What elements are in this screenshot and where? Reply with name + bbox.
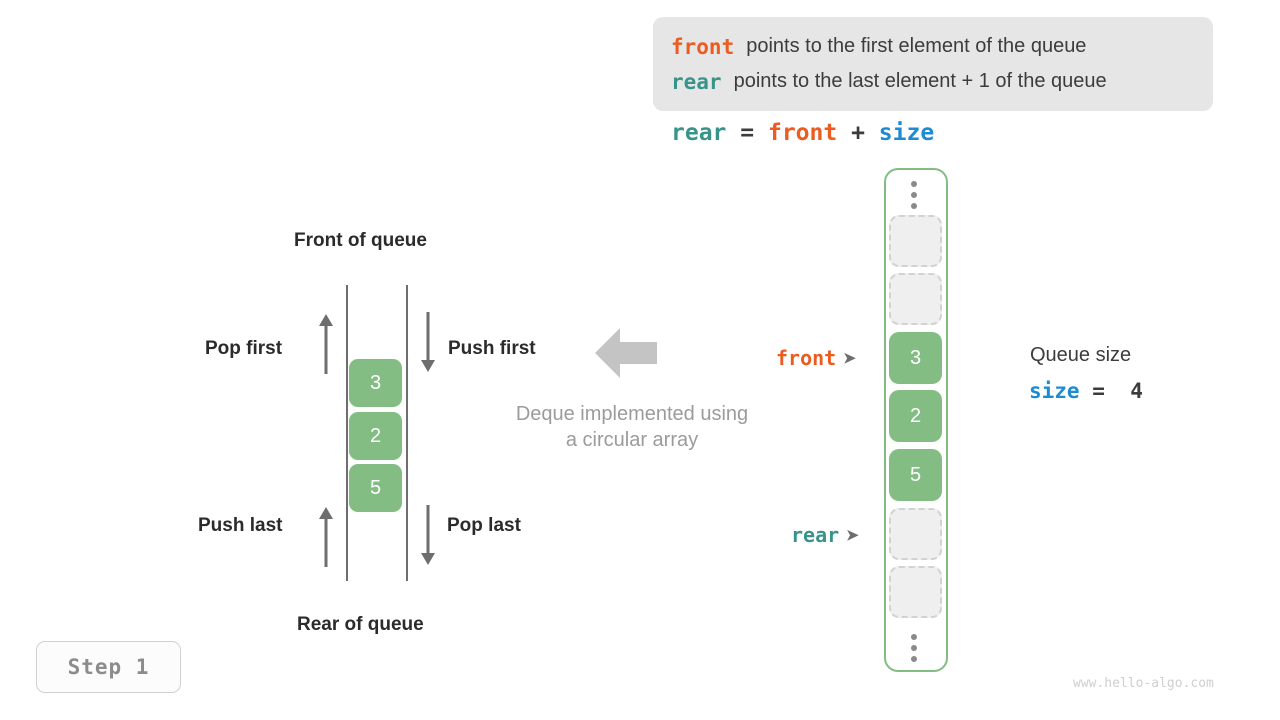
- legend-text-rear: points to the last element + 1 of the qu…: [733, 70, 1107, 92]
- queue-size-expression: size = 4: [1029, 379, 1143, 403]
- push-first-arrow-icon: [421, 312, 435, 372]
- legend-callout-box: front points to the first element of the…: [653, 17, 1213, 111]
- formula-rear: rear: [671, 120, 727, 146]
- rear-pointer-label: rear ➤: [791, 523, 859, 547]
- deque-cell: 5: [349, 464, 402, 512]
- deque-caption-line1: Deque implemented using: [515, 403, 749, 425]
- array-slot: [889, 215, 942, 267]
- formula-front: front: [767, 120, 838, 146]
- legend-line-front: front points to the first element of the…: [671, 29, 1195, 64]
- array-slot: [889, 566, 942, 618]
- legend-keyword-front: front: [671, 34, 735, 59]
- watermark: www.hello-algo.com: [1073, 676, 1214, 691]
- pop-last-arrow-icon: [421, 505, 435, 565]
- front-of-queue-label: Front of queue: [294, 230, 427, 251]
- front-pointer-caret-icon: ➤: [843, 349, 856, 367]
- pop-first-arrow-icon: [319, 314, 333, 374]
- rear-pointer-text: rear: [791, 523, 840, 547]
- step-badge: Step 1: [36, 641, 181, 693]
- formula-size: size: [878, 120, 935, 146]
- deque-caption-line2: a circular array: [565, 429, 699, 451]
- deque-cell: 3: [349, 359, 402, 407]
- mapping-left-arrow-icon: [595, 328, 657, 378]
- deque-caption: Deque implemented using a circular array: [492, 401, 772, 453]
- deque-cell: 2: [349, 412, 402, 460]
- legend-line-rear: rear points to the last element + 1 of t…: [671, 64, 1195, 99]
- formula-rear-equals-front-plus-size: rear = front + size: [671, 120, 934, 146]
- rear-pointer-caret-icon: ➤: [846, 526, 859, 544]
- deque-rail-right: [406, 285, 408, 581]
- front-pointer-text: front: [776, 346, 837, 370]
- legend-text-front: points to the first element of the queue: [746, 35, 1087, 57]
- array-top-ellipsis-icon: [910, 181, 918, 209]
- array-slot: 5: [889, 449, 942, 501]
- queue-size-value: 4: [1130, 379, 1143, 403]
- deque-rail-left: [346, 285, 348, 581]
- front-pointer-label: front ➤: [776, 346, 856, 370]
- rear-of-queue-label: Rear of queue: [297, 614, 424, 635]
- formula-plus: +: [851, 120, 865, 146]
- array-slot: 3: [889, 332, 942, 384]
- array-slot: [889, 508, 942, 560]
- array-bottom-ellipsis-icon: [910, 634, 918, 662]
- array-slot: 2: [889, 390, 942, 442]
- legend-keyword-rear: rear: [671, 69, 722, 94]
- queue-size-title: Queue size: [1030, 344, 1132, 366]
- push-first-label: Push first: [448, 338, 536, 359]
- formula-equals: =: [740, 120, 755, 146]
- queue-size-equals: =: [1092, 379, 1105, 403]
- queue-size-var: size: [1029, 379, 1080, 403]
- pop-last-label: Pop last: [447, 515, 521, 536]
- push-last-label: Push last: [198, 515, 283, 536]
- pop-first-label: Pop first: [205, 338, 283, 359]
- array-slot: [889, 273, 942, 325]
- push-last-arrow-icon: [319, 507, 333, 567]
